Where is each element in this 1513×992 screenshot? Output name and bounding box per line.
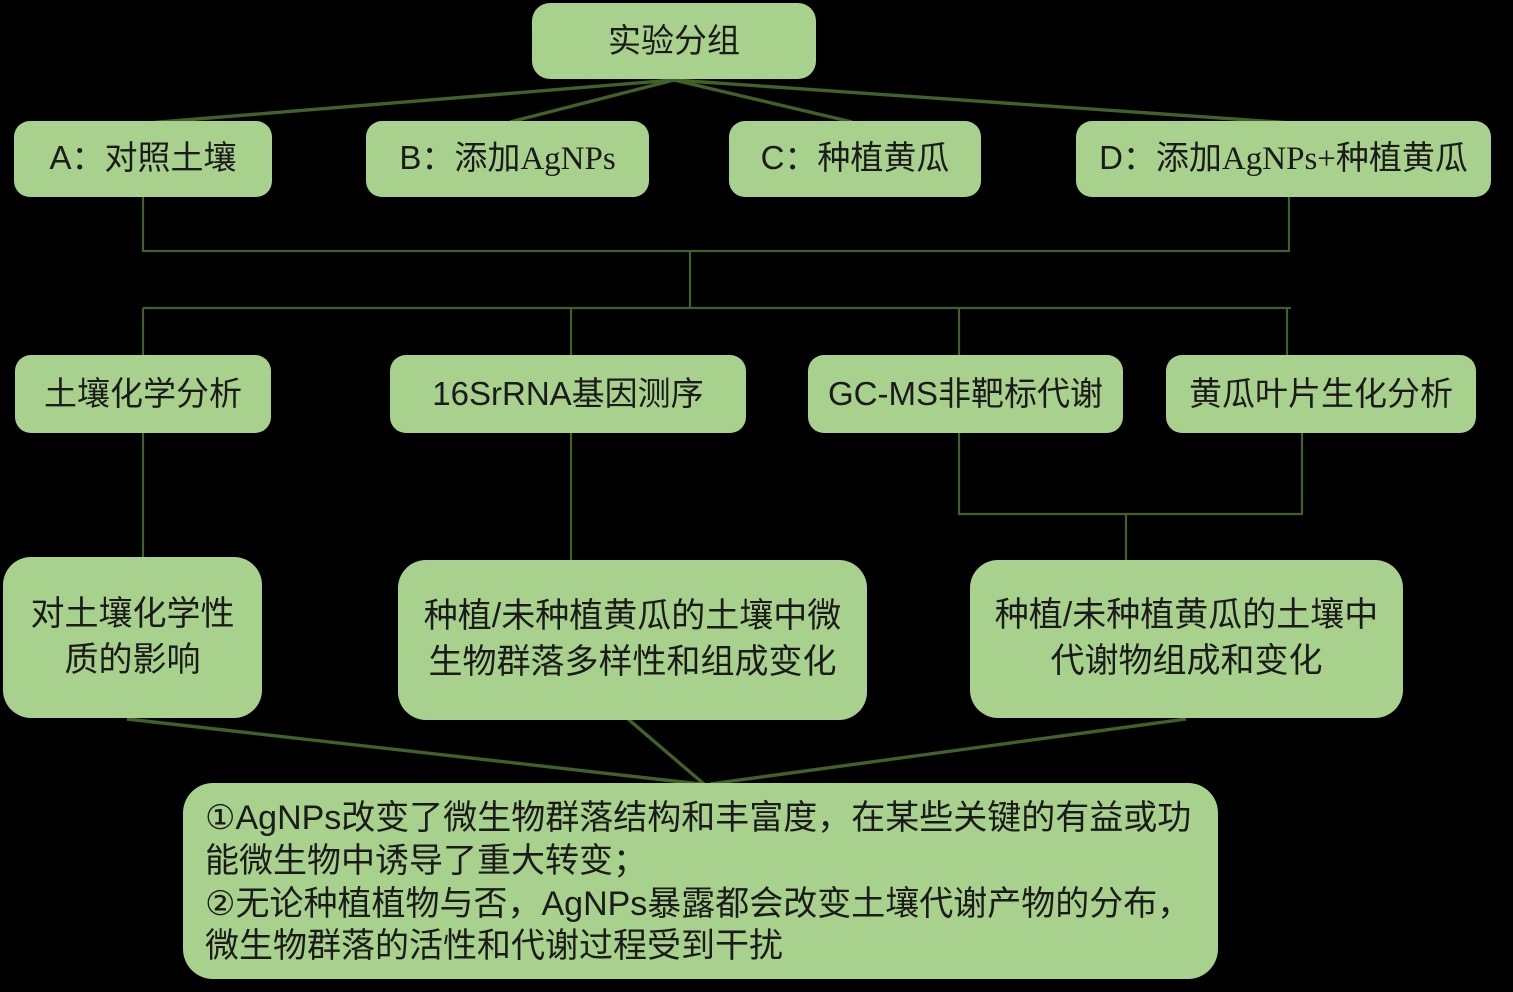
label-text: 种植黄瓜 [1335,139,1468,177]
label-text: C：种植黄瓜 [760,139,950,177]
node-label: B：添加AgNPs [399,136,615,182]
text-line: ①AgNPs改变了微生物群落结构和丰富度，在某些关键的有益或功 [205,799,1192,837]
node-group-c-cucumber: C：种植黄瓜 [729,121,981,197]
connector-line [126,717,701,786]
node-label: 16SrRNA基因测序 [432,374,704,412]
node-group-a-control-soil: A：对照土壤 [14,121,272,197]
node-group-b-agnps: B：添加AgNPs [366,121,649,197]
connector-line [509,78,675,124]
node-label: 土壤化学分析 [44,374,242,412]
connector-line [709,717,1187,786]
connector-line [147,78,675,125]
node-label: 实验分组 [608,21,740,59]
node-label: A：对照土壤 [49,136,236,182]
node-group-d-agnps-cucumber: D：添加AgNPs+种植黄瓜 [1076,121,1491,197]
text-line: 代谢物组成和变化 [1050,642,1323,680]
label-text: B：添加 [399,139,521,177]
label-text: D：添加 [1099,139,1222,177]
node-soil-chemistry-effects: 对土壤化学性 质的影响 [3,557,262,718]
text-line: 质的影响 [64,640,201,679]
text-line: 对土壤化学性 [30,594,235,633]
text-line: 能微生物中诱导了重大转变； [205,841,647,880]
connector-line [673,78,1293,125]
node-label: GC-MS非靶标代谢 [828,374,1103,412]
text-line: 生物群落多样性和组成变化 [428,643,837,681]
text-line: 微生物群落的活性和代谢过程受到干扰 [205,927,783,966]
label-latin: AgNPs+ [1221,141,1336,178]
text-line: 种植/未种植黄瓜的土壤中 [994,596,1379,635]
node-gcms-untargeted-metabolomics: GC-MS非靶标代谢 [808,355,1123,433]
connector-line [673,78,853,124]
node-label: C：种植黄瓜 [761,136,950,182]
node-metabolite-composition-changes: 种植/未种植黄瓜的土壤中 代谢物组成和变化 [970,560,1403,718]
node-label: D：添加AgNPs+种植黄瓜 [1099,136,1468,182]
node-experiment-groups: 实验分组 [532,3,816,79]
connector-line [626,717,706,786]
text-line: 种植/未种植黄瓜的土壤中微 [423,597,842,636]
text-line: ②无论种植植物与否，AgNPs暴露都会改变土壤代谢产物的分布， [205,884,1192,923]
node-conclusions: ①AgNPs改变了微生物群落结构和丰富度，在某些关键的有益或功 能微生物中诱导了… [183,783,1218,979]
node-16srrna-gene-sequencing: 16SrRNA基因测序 [390,355,746,433]
label-text: A：对照土壤 [49,139,237,177]
node-cucumber-leaf-biochemical-analysis: 黄瓜叶片生化分析 [1166,355,1476,433]
node-soil-chemical-analysis: 土壤化学分析 [15,355,271,433]
label-latin: AgNPs [520,141,616,178]
node-label: 黄瓜叶片生化分析 [1189,374,1453,412]
node-microbial-community-changes: 种植/未种植黄瓜的土壤中微 生物群落多样性和组成变化 [398,560,867,720]
